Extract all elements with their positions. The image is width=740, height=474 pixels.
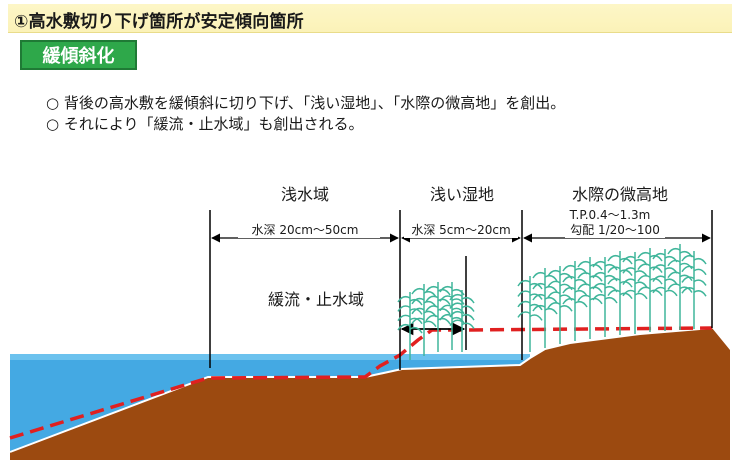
reed-vegetation-wetland (397, 282, 475, 360)
slow-water-label: 緩流・止水域 (268, 290, 364, 309)
zone-label-waterside-mound: 水際の微高地 (572, 185, 668, 204)
zone-label-shallow-wetland: 浅い湿地 (430, 185, 494, 204)
riverbank-ground (10, 328, 730, 460)
bullet-list: ○ 背後の高水敷を緩傾斜に切り下げ、「浅い湿地」、「水際の微高地」を創出。 ○ … (46, 93, 565, 135)
depth-label-background (238, 221, 380, 238)
water-surface (10, 354, 530, 360)
depth-label-shallow-water: 水深 20cm～50cm (252, 223, 359, 237)
bullet-item: ○ 背後の高水敷を緩傾斜に切り下げ、「浅い湿地」、「水際の微高地」を創出。 (46, 94, 566, 112)
depth-label-shallow-wetland: 水深 5cm～20cm (411, 223, 510, 237)
reed-vegetation-mound (517, 244, 707, 352)
depth-label-background (565, 223, 665, 238)
slope-label: 勾配 1/20～100 (570, 223, 660, 237)
depth-label-background (404, 221, 518, 238)
page-title: ①高水敷切り下げ箇所が安定傾向箇所 (14, 12, 304, 32)
section-badge: 緩傾斜化 (20, 40, 137, 70)
zone-label-shallow-water: 浅水域 (281, 185, 329, 204)
elevation-label: T.P.0.4～1.3m (569, 208, 651, 222)
title-bar: ①高水敷切り下げ箇所が安定傾向箇所 (8, 4, 732, 33)
bullet-item: ○ それにより「緩流・止水域」も創出される。 (46, 115, 364, 133)
